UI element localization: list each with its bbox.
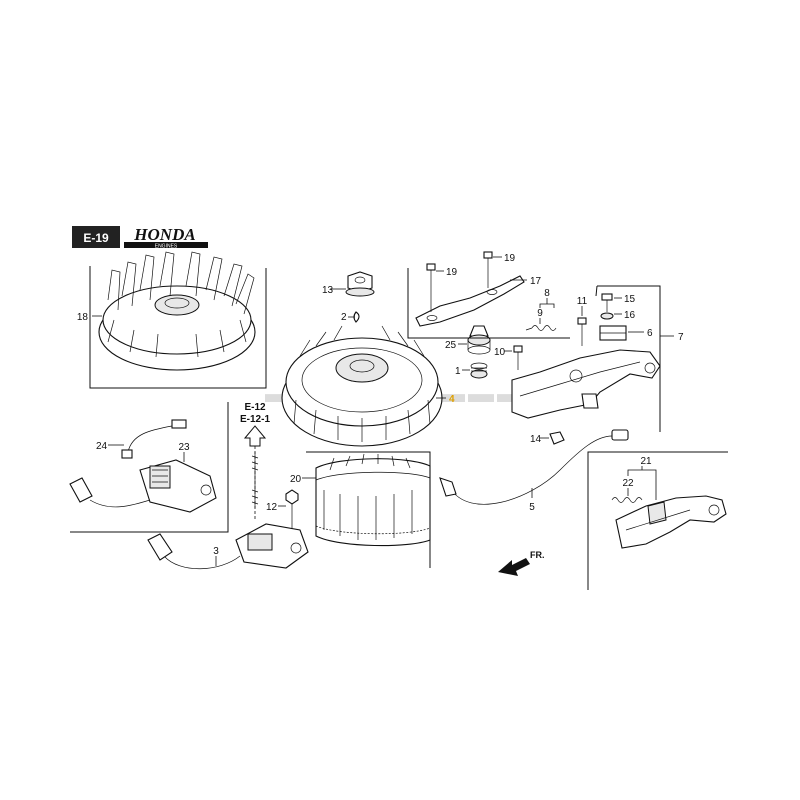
section-badge	[72, 226, 120, 248]
callout-15: 15	[624, 294, 636, 305]
flywheel-20	[315, 453, 431, 547]
callout-16: 16	[624, 310, 636, 321]
callout-20: 20	[290, 474, 302, 485]
governor-assembly-21	[615, 495, 727, 549]
stop-plate-17	[415, 275, 525, 327]
callout-6: 6	[647, 328, 653, 339]
screw-15	[601, 293, 613, 312]
washer-16	[600, 312, 614, 320]
clip-14	[549, 431, 565, 445]
callout-19b: 19	[504, 253, 516, 264]
flange-nut-13	[345, 271, 375, 297]
callout-24: 24	[96, 441, 108, 452]
direction-label: FR.	[530, 550, 545, 560]
bolt-10	[513, 345, 523, 370]
callout-11: 11	[577, 296, 588, 307]
flywheel-4	[281, 325, 443, 447]
bolt-19-right	[483, 251, 493, 288]
bolt-11	[577, 317, 587, 346]
cap-25	[467, 325, 491, 355]
front-arrow-icon	[498, 558, 530, 576]
ref-line-2: E-12-1	[240, 414, 270, 425]
frame-23	[70, 402, 229, 533]
callout-10: 10	[494, 347, 506, 358]
callout-7: 7	[678, 332, 684, 343]
governor-assembly-7	[511, 349, 661, 419]
ground-wire-5	[439, 429, 629, 505]
frame-17	[407, 268, 570, 339]
callout-23: 23	[178, 442, 190, 453]
brand-logo: HONDA	[133, 225, 195, 244]
callout-17: 17	[530, 276, 542, 287]
brand-sub: ENGINES	[155, 244, 178, 250]
switch-6	[599, 325, 627, 341]
spring-9	[525, 325, 557, 331]
frame-21	[587, 451, 728, 590]
callout-5: 5	[529, 502, 535, 513]
callout-1: 1	[455, 366, 461, 377]
callout-18: 18	[77, 312, 89, 323]
callout-12: 12	[266, 502, 278, 513]
ignition-coil-3	[147, 523, 309, 570]
reference-arrow-icon	[243, 425, 267, 447]
frame-18	[89, 266, 267, 389]
section-code: E-19	[83, 231, 109, 245]
frame-7-stub	[595, 285, 598, 297]
bolt-19-left	[426, 263, 436, 312]
callout-4: 4	[449, 394, 455, 405]
brand-underline	[124, 242, 208, 248]
callout-25: 25	[445, 340, 457, 351]
callout-2: 2	[341, 312, 347, 323]
stud-bolt	[251, 452, 259, 508]
woodruff-key-2	[353, 311, 360, 323]
frame-7	[597, 285, 661, 432]
bolt-12	[285, 489, 299, 536]
cooling-fan-18	[98, 251, 256, 371]
callout-13: 13	[322, 285, 334, 296]
callout-22: 22	[622, 478, 634, 489]
grommet-1	[470, 362, 488, 379]
callout-3: 3	[213, 546, 219, 557]
ref-line-1: E-12	[244, 402, 266, 413]
callout-21: 21	[640, 456, 652, 467]
ignition-coil-23	[69, 459, 217, 513]
wire-harness-24	[121, 419, 187, 459]
callout-9: 9	[537, 308, 543, 319]
callout-8: 8	[544, 288, 550, 299]
spring-22	[611, 497, 643, 503]
callout-19a: 19	[446, 267, 458, 278]
callout-14: 14	[530, 434, 542, 445]
